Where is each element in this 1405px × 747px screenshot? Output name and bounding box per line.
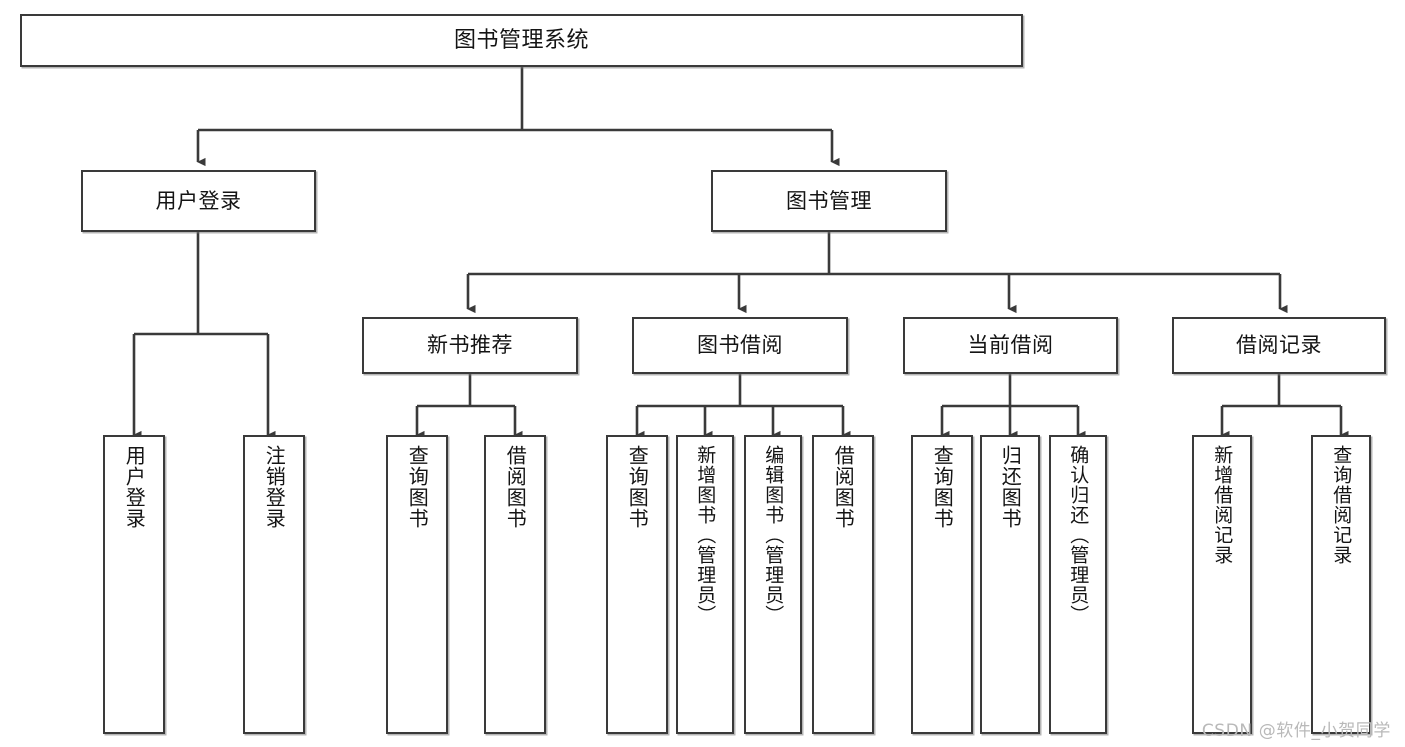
node-leaf-query-borrow-record[interactable]: 查询借阅记录: [1311, 435, 1371, 734]
node-book-management[interactable]: 图书管理: [711, 170, 947, 232]
node-current-borrow-label: 当前借阅: [967, 333, 1054, 358]
node-leaf-borrow-book-1[interactable]: 借阅图书: [484, 435, 546, 734]
node-book-borrow-label: 图书借阅: [697, 333, 783, 358]
node-leaf-add-book[interactable]: 新增图书（管理员）: [676, 435, 734, 734]
node-leaf-query-book-3-label: 查询图书: [930, 445, 955, 529]
node-leaf-query-borrow-record-label: 查询借阅记录: [1330, 445, 1353, 565]
node-new-book-recommend[interactable]: 新书推荐: [362, 317, 578, 374]
node-book-borrow[interactable]: 图书借阅: [632, 317, 848, 374]
node-leaf-edit-book-label: 编辑图书（管理员）: [762, 445, 785, 625]
node-leaf-return-book[interactable]: 归还图书: [980, 435, 1040, 734]
node-leaf-borrow-book-2-label: 借阅图书: [831, 445, 856, 529]
node-leaf-add-book-label: 新增图书（管理员）: [694, 445, 717, 625]
watermark-text: CSDN @软件_小贺同学: [1201, 721, 1391, 741]
node-current-borrow[interactable]: 当前借阅: [903, 317, 1118, 374]
node-root-book-management-system[interactable]: 图书管理系统: [20, 14, 1023, 67]
node-new-book-recommend-label: 新书推荐: [427, 333, 513, 358]
node-leaf-user-login-label: 用户登录: [122, 445, 147, 529]
node-leaf-add-borrow-record[interactable]: 新增借阅记录: [1192, 435, 1252, 734]
node-leaf-return-book-label: 归还图书: [998, 445, 1023, 529]
node-user-login-label: 用户登录: [155, 188, 242, 213]
node-book-management-label: 图书管理: [786, 188, 872, 213]
node-leaf-query-book-1[interactable]: 查询图书: [386, 435, 448, 734]
node-leaf-add-borrow-record-label: 新增借阅记录: [1211, 445, 1234, 565]
node-leaf-query-book-2-label: 查询图书: [625, 445, 650, 529]
node-user-login[interactable]: 用户登录: [81, 170, 316, 232]
node-leaf-confirm-return[interactable]: 确认归还（管理员）: [1049, 435, 1107, 734]
node-root-label: 图书管理系统: [453, 27, 589, 53]
node-leaf-borrow-book-1-label: 借阅图书: [503, 445, 528, 529]
node-borrow-record-label: 借阅记录: [1236, 333, 1322, 358]
node-leaf-edit-book[interactable]: 编辑图书（管理员）: [744, 435, 802, 734]
node-leaf-query-book-3[interactable]: 查询图书: [911, 435, 973, 734]
node-leaf-user-login[interactable]: 用户登录: [103, 435, 165, 734]
node-leaf-confirm-return-label: 确认归还（管理员）: [1067, 445, 1090, 625]
node-leaf-logout-login-label: 注销登录: [262, 445, 287, 529]
node-leaf-borrow-book-2[interactable]: 借阅图书: [812, 435, 874, 734]
node-leaf-query-book-2[interactable]: 查询图书: [606, 435, 668, 734]
node-leaf-query-book-1-label: 查询图书: [405, 445, 430, 529]
node-borrow-record[interactable]: 借阅记录: [1172, 317, 1386, 374]
node-leaf-logout-login[interactable]: 注销登录: [243, 435, 305, 734]
